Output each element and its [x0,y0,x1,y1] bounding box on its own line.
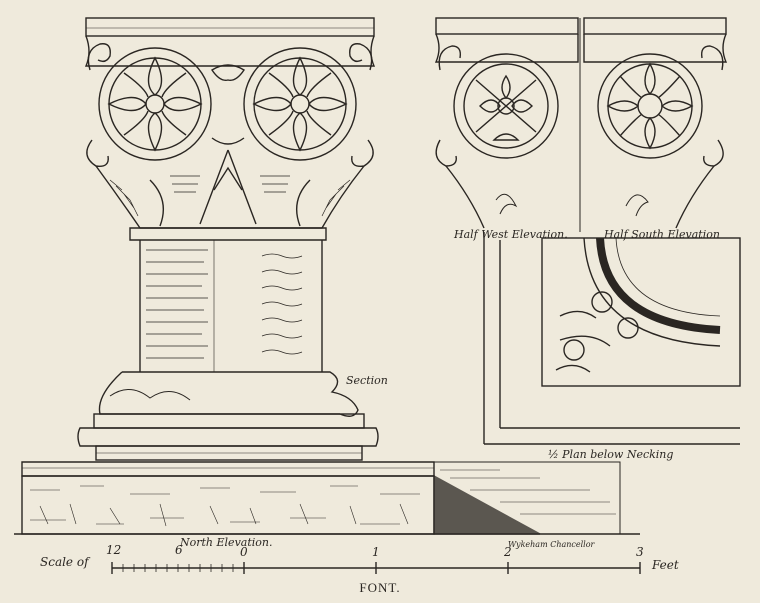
shaft [129,227,327,372]
scale-tick-6: 6 [175,543,183,557]
half-west-elevation [434,17,579,229]
scale-tick-12: 12 [106,543,122,557]
north-capital [84,17,376,229]
half-south-elevation [579,17,728,232]
plan-label: ½ Plan below Necking [548,448,674,461]
section-label: Section [346,374,388,387]
half-south-label: Half South Elevation [604,228,720,241]
scale-tick-0: 0 [240,545,248,559]
scale-tick-3: 3 [636,545,644,559]
scale-tick-1: 1 [372,545,380,559]
plan-below-necking [483,232,741,445]
signature: Wykeham Chancellor [508,540,595,549]
plinth [14,461,640,535]
north-elevation-label: North Elevation. [180,536,273,549]
plate-caption: FONT. [359,580,401,595]
half-west-label: Half West Elevation. [454,228,568,241]
scale-prefix: Scale of [40,555,89,569]
scale-unit: Feet [652,558,679,572]
scale-bar [111,562,641,574]
base-section [77,371,379,461]
scale-tick-2: 2 [504,545,512,559]
